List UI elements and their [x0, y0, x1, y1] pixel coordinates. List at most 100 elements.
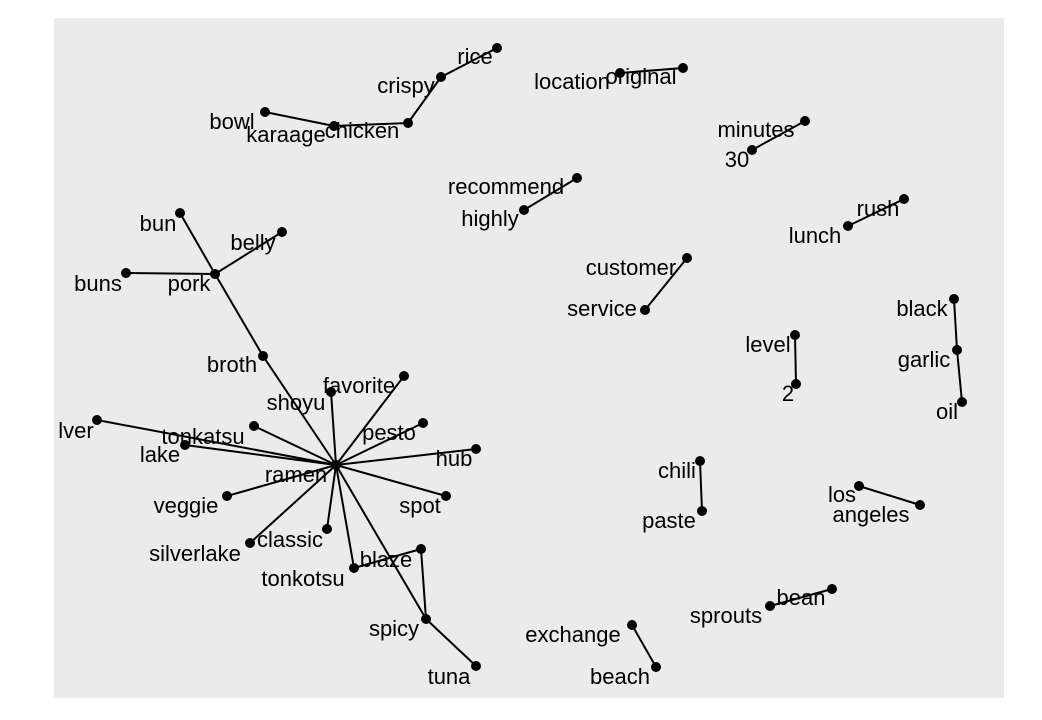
node-label-n30: 30: [725, 147, 749, 172]
edge-veggie-ramen: [226, 464, 337, 497]
edge-rush-lunch: [847, 198, 905, 227]
node-tuna: [471, 661, 481, 671]
edge-lake-ramen: [184, 444, 337, 466]
node-label-bowl: bowl: [209, 109, 254, 134]
node-label-beach: beach: [590, 664, 650, 689]
node-label-spicy: spicy: [369, 616, 419, 641]
node-label-recommend: recommend: [448, 174, 564, 199]
node-label-garlic: garlic: [898, 347, 951, 372]
edge-pork-broth: [214, 273, 264, 357]
node-label-chili: chili: [658, 458, 696, 483]
node-label-original: original: [606, 64, 677, 89]
edge-crispy-chicken: [407, 76, 442, 124]
edge-blaze-tonkotsu: [353, 548, 422, 569]
node-label-blaze: blaze: [360, 547, 413, 572]
edge-spot-ramen: [335, 464, 447, 497]
node-bean: [827, 584, 837, 594]
node-los: [854, 481, 864, 491]
node-label-location: location: [534, 69, 610, 94]
node-label-broth: broth: [207, 352, 257, 377]
plot-panel: [54, 18, 1004, 698]
node-label-lunch: lunch: [789, 223, 842, 248]
node-label-tonkotsu: tonkotsu: [261, 566, 344, 591]
node-broth: [258, 351, 268, 361]
node-layer: [92, 43, 967, 672]
node-label-rush: rush: [857, 196, 900, 221]
node-favorite: [399, 371, 409, 381]
node-sprouts: [765, 601, 775, 611]
node-label-level: level: [745, 332, 790, 357]
edge-black-garlic: [953, 298, 958, 351]
node-label-n2: 2: [782, 381, 794, 406]
node-minutes: [800, 116, 810, 126]
node-label-crispy: crispy: [377, 73, 434, 98]
node-label-bean: bean: [777, 585, 826, 610]
node-rush: [899, 194, 909, 204]
node-label-bun: bun: [140, 211, 177, 236]
edge-los-angeles: [858, 485, 921, 506]
edge-classic-ramen: [326, 464, 337, 530]
edge-tonkotsu-ramen: [335, 464, 355, 569]
node-location: [615, 68, 625, 78]
node-rice: [492, 43, 502, 53]
node-n30: [747, 145, 757, 155]
edge-bun-pork: [179, 212, 216, 275]
node-label-tuna: tuna: [428, 664, 472, 689]
node-label-oil: oil: [936, 399, 958, 424]
node-bun: [175, 208, 185, 218]
node-silver: [92, 415, 102, 425]
node-label-pesto: pesto: [362, 420, 416, 445]
node-black: [949, 294, 959, 304]
node-label-belly: belly: [230, 230, 275, 255]
node-chili: [695, 456, 705, 466]
edge-location-original: [619, 67, 684, 74]
node-angeles: [915, 500, 925, 510]
edge-hub-ramen: [335, 448, 477, 466]
node-pork: [210, 269, 220, 279]
node-label-angeles: angeles: [832, 502, 909, 527]
node-label-los: los: [828, 482, 856, 507]
node-tonkotsu: [349, 563, 359, 573]
edge-favorite-ramen: [335, 375, 405, 466]
node-lake: [180, 440, 190, 450]
node-beach: [651, 662, 661, 672]
node-label-exchange: exchange: [525, 622, 620, 647]
edge-chili-paste: [699, 460, 703, 512]
node-lunch: [843, 221, 853, 231]
edge-rice-crispy: [440, 47, 498, 78]
node-label-shoyu: shoyu: [267, 390, 326, 415]
node-label-chicken: chicken: [325, 118, 400, 143]
edge-spicy-tuna: [425, 618, 477, 667]
node-spicy: [421, 614, 431, 624]
node-customer: [682, 253, 692, 263]
node-label-veggie: veggie: [154, 493, 219, 518]
node-label-silver: lver: [58, 418, 93, 443]
node-label-spot: spot: [399, 493, 441, 518]
node-label-silverlake: silverlake: [149, 541, 241, 566]
node-label-buns: buns: [74, 271, 122, 296]
edge-exchange-beach: [631, 624, 657, 668]
edge-silverlake-ramen: [249, 464, 337, 544]
node-blaze: [416, 544, 426, 554]
node-veggie: [222, 491, 232, 501]
node-belly: [277, 227, 287, 237]
node-silverlake: [245, 538, 255, 548]
node-level: [790, 330, 800, 340]
edge-level-n2: [794, 334, 797, 385]
node-label-hub: hub: [436, 446, 473, 471]
edge-karaage-bowl: [264, 111, 335, 127]
label-layer: ricecrispychickenkaraagebowllocationorig…: [58, 44, 958, 689]
edge-blaze-spicy: [420, 548, 427, 620]
node-hub: [471, 444, 481, 454]
node-label-lake: lake: [140, 442, 180, 467]
node-label-tonkatsu: tonkatsu: [161, 424, 244, 449]
node-ramen: [331, 460, 341, 470]
node-paste: [697, 506, 707, 516]
node-spot: [441, 491, 451, 501]
edge-customer-service: [644, 257, 688, 311]
edge-broth-ramen: [262, 355, 337, 466]
node-recommend: [572, 173, 582, 183]
edge-chicken-karaage: [333, 122, 409, 127]
edge-garlic-oil: [956, 349, 963, 403]
node-label-service: service: [567, 296, 637, 321]
